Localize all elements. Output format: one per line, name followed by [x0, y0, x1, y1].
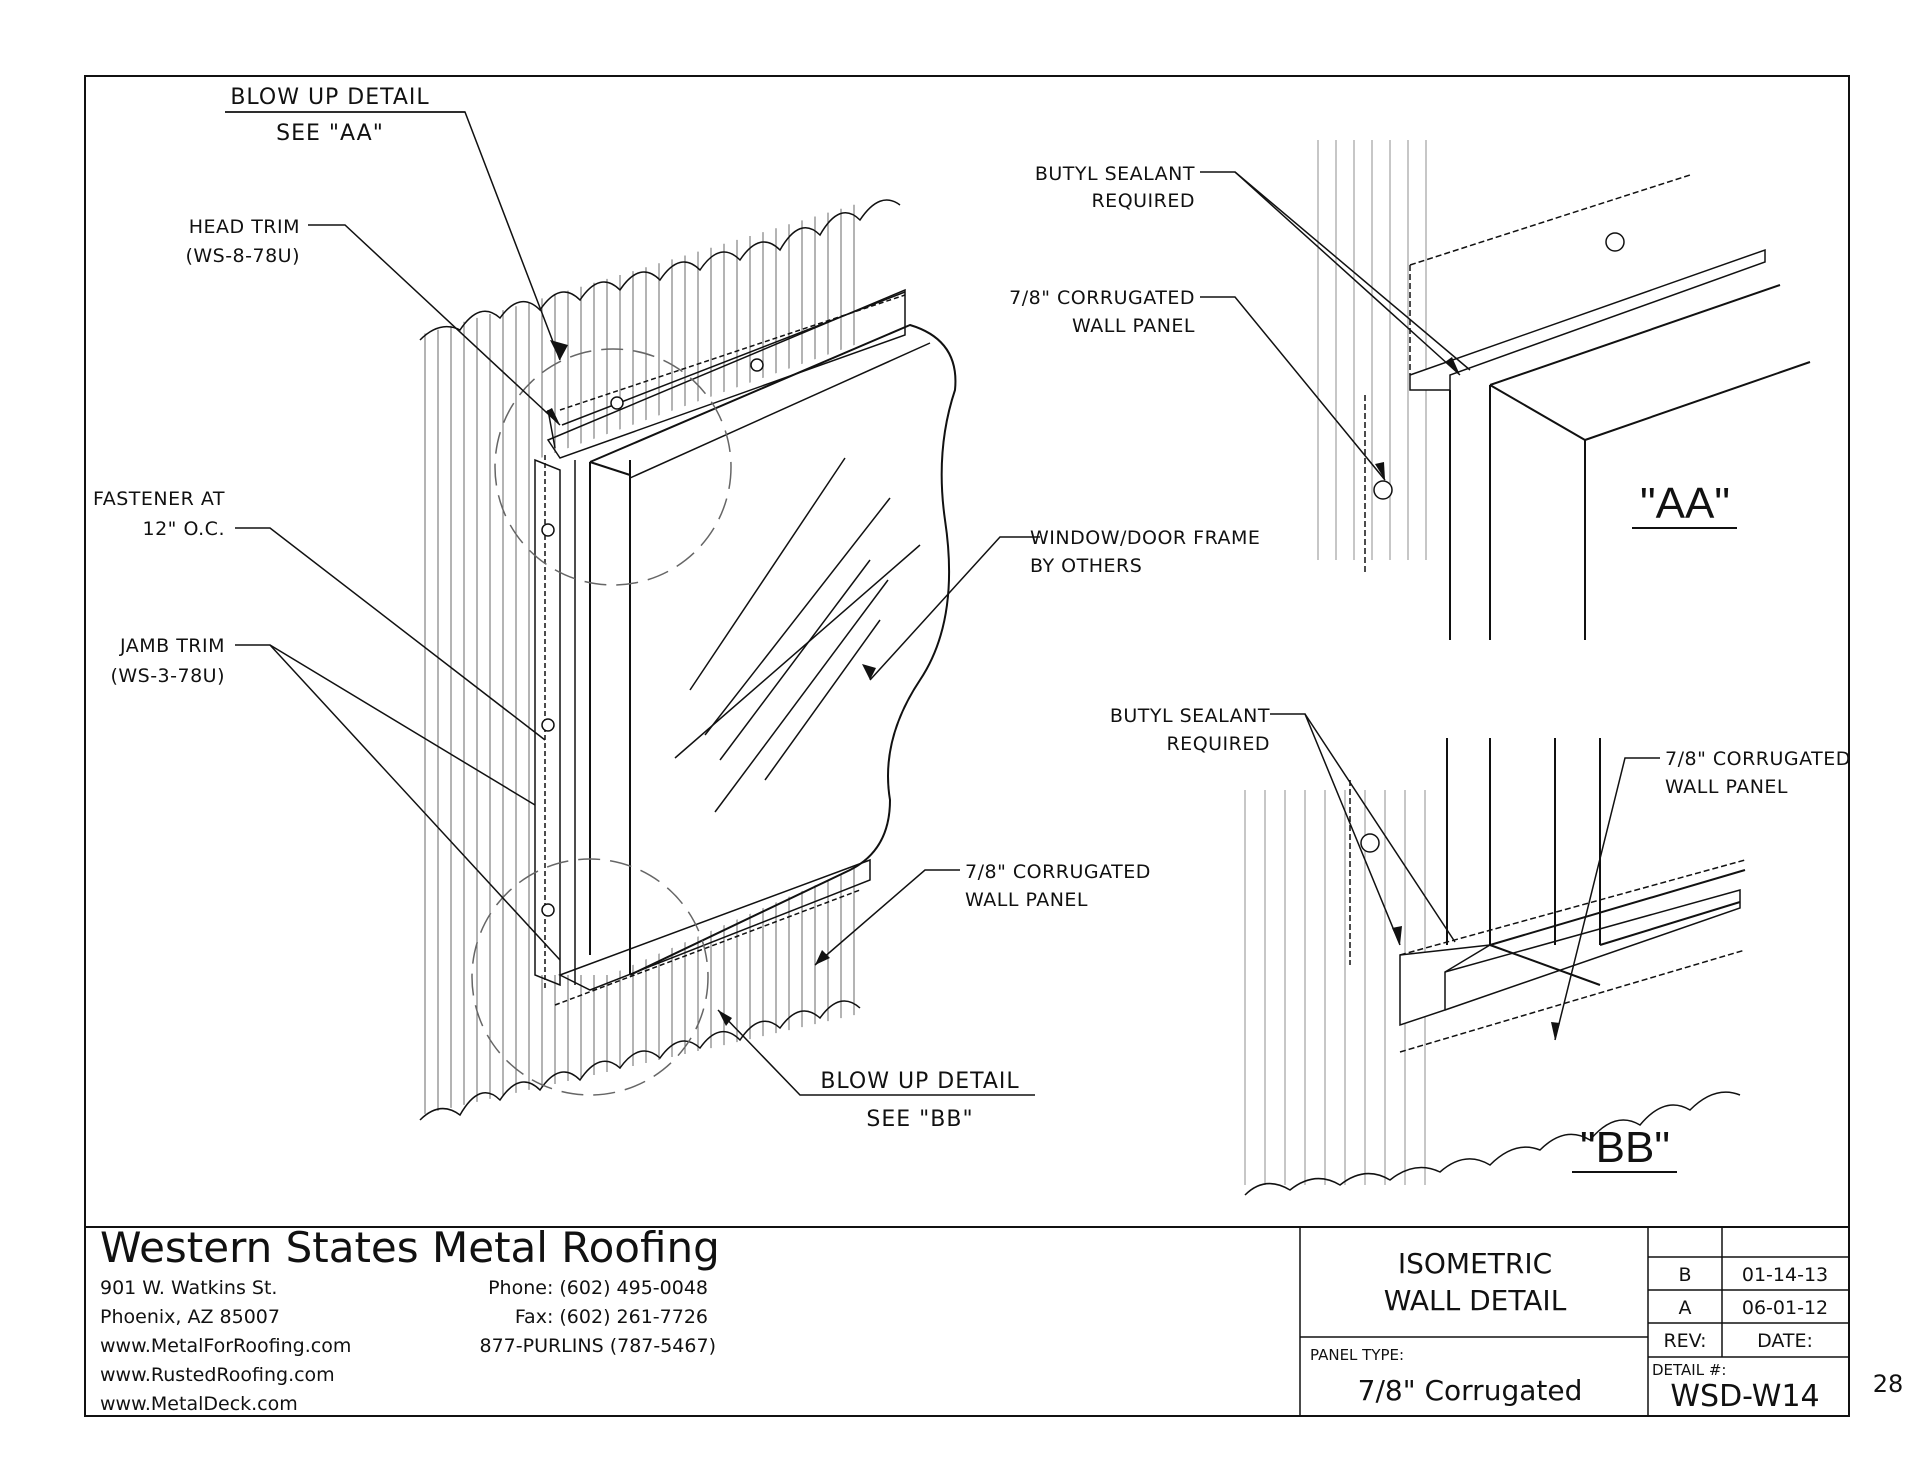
company-name: Western States Metal Roofing — [100, 1223, 720, 1272]
wall-top-wave — [419, 199, 901, 341]
address-line-1: 901 W. Watkins St. — [100, 1277, 277, 1299]
revision-b: B — [1678, 1264, 1691, 1286]
bb-panel-label: 7/8" CORRUGATED — [1665, 748, 1851, 770]
bb-sealant-label: BUTYL SEALANT — [1110, 705, 1270, 727]
sill-trim — [554, 858, 871, 1006]
blowup-aa-line1: BLOW UP DETAIL — [230, 85, 429, 110]
detail-number-label: DETAIL #: — [1652, 1361, 1726, 1379]
arrowhead — [815, 950, 830, 965]
aa-frame-lines — [1449, 284, 1811, 640]
panel-label-2: WALL PANEL — [965, 889, 1088, 911]
wall-bottom-wave — [419, 1000, 861, 1121]
aa-head-trim — [1409, 248, 1766, 391]
drawing-title-1: ISOMETRIC — [1398, 1247, 1552, 1280]
panel-type-label: PANEL TYPE: — [1310, 1346, 1404, 1364]
bb-sill-trim — [1399, 944, 1491, 1027]
toll-free-number: 877-PURLINS (787-5467) — [480, 1335, 717, 1357]
website-link-3[interactable]: www.MetalDeck.com — [100, 1393, 298, 1415]
jamb-trim-label: JAMB TRIM — [119, 635, 225, 657]
aa-panel-label-2: WALL PANEL — [1072, 315, 1195, 337]
isometric-view — [225, 111, 1040, 1121]
bb-frame-lines — [1446, 738, 1746, 986]
window-frame-mask — [535, 325, 956, 975]
fastener-spacing: 12" O.C. — [143, 518, 226, 540]
jamb-trim-code: (WS-3-78U) — [110, 665, 225, 687]
fax-number: Fax: (602) 261-7726 — [515, 1306, 708, 1328]
bb-sill-flange — [1444, 889, 1741, 1011]
aa-fastener-icon — [1373, 480, 1393, 500]
detail-number: WSD-W14 — [1670, 1379, 1819, 1414]
arrowhead — [550, 340, 568, 360]
fastener-label: FASTENER AT — [93, 488, 225, 510]
rev-header: REV: — [1663, 1330, 1706, 1352]
detail-aa — [1200, 140, 1811, 640]
bb-sealant-note: REQUIRED — [1166, 733, 1270, 755]
panel-type-value: 7/8" Corrugated — [1358, 1374, 1583, 1407]
bb-leaders — [1270, 713, 1660, 1041]
arrowhead — [545, 408, 560, 425]
title-block — [1299, 1227, 1849, 1416]
website-link-1[interactable]: www.MetalForRoofing.com — [100, 1335, 351, 1357]
revision-a-date: 06-01-12 — [1742, 1297, 1828, 1319]
window-frame-outline — [589, 323, 957, 976]
bb-frame-mask — [1445, 738, 1745, 1010]
address-line-2: Phoenix, AZ 85007 — [100, 1306, 280, 1328]
fastener-icons — [541, 358, 764, 917]
revision-b-date: 01-14-13 — [1742, 1264, 1828, 1286]
bb-title: "BB" — [1580, 1123, 1670, 1172]
aa-frame — [1450, 365, 1810, 640]
aa-sealant-note: REQUIRED — [1091, 190, 1195, 212]
revision-a: A — [1679, 1297, 1692, 1319]
head-trim-code: (WS-8-78U) — [185, 245, 300, 267]
blowup-bb-line2: SEE "BB" — [866, 1107, 973, 1132]
phone-number: Phone: (602) 495-0048 — [488, 1277, 708, 1299]
sheet-border — [84, 75, 1850, 1417]
aa-panel-label: 7/8" CORRUGATED — [1009, 287, 1195, 309]
bb-bottom-wave — [1244, 1091, 1741, 1196]
window-frame-note: BY OTHERS — [1030, 555, 1142, 577]
window-frame-label: WINDOW/DOOR FRAME — [1030, 527, 1260, 549]
blowup-aa-line2: SEE "AA" — [276, 121, 384, 146]
arrowhead — [862, 664, 876, 680]
arrowhead — [1551, 1022, 1560, 1040]
blowup-circle-bb — [471, 858, 709, 1096]
aa-title: "AA" — [1640, 479, 1730, 528]
page-number: 28 — [1873, 1370, 1904, 1398]
bb-panel-label-2: WALL PANEL — [1665, 776, 1788, 798]
aa-fastener-icon — [1605, 232, 1625, 252]
detail-bb — [1244, 713, 1746, 1196]
head-trim-label: HEAD TRIM — [189, 216, 300, 238]
drawing-title-2: WALL DETAIL — [1384, 1284, 1567, 1317]
panel-label: 7/8" CORRUGATED — [965, 861, 1151, 883]
arrowhead — [718, 1010, 732, 1026]
glass-glare — [674, 457, 921, 813]
bb-sealant-dashed — [1349, 780, 1746, 1053]
aa-sealant-label: BUTYL SEALANT — [1035, 163, 1195, 185]
bb-fastener-icon — [1360, 833, 1380, 853]
website-link-2[interactable]: www.RustedRoofing.com — [100, 1364, 335, 1386]
arrowhead — [1375, 462, 1385, 480]
aa-leaders — [1200, 171, 1471, 481]
date-header: DATE: — [1757, 1330, 1813, 1352]
arrowhead — [1392, 926, 1402, 945]
blowup-circle-aa — [494, 348, 732, 586]
arrowhead — [1445, 357, 1460, 375]
blowup-bb-line1: BLOW UP DETAIL — [820, 1069, 1019, 1094]
